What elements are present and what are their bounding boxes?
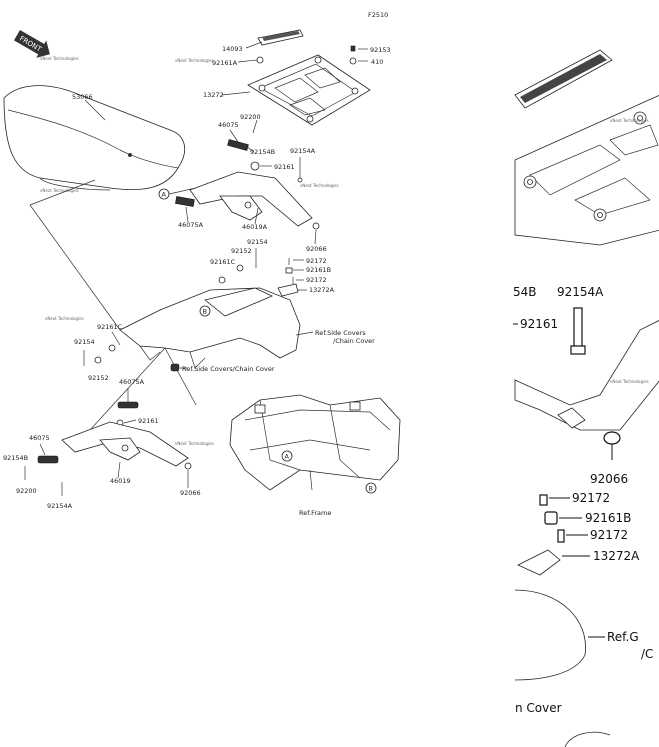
zoom-chain-cover: n Cover [515,701,562,715]
label-92066-top: 92066 [306,245,327,253]
zoom-ref-g: Ref.G [607,630,639,644]
watermark: vNext Technologies [175,58,214,63]
zoom-watermark: vNext Technologies [610,118,649,123]
ref-chain-cover: /Chain Cover [333,337,375,345]
label-92172-a: 92172 [306,257,327,265]
label-46075A-bot: 46075A [119,378,145,386]
label-92161-top: 92161 [274,163,295,171]
label-46075-top: 46075 [218,121,239,129]
bracket-46019A [189,171,313,227]
label-14093: 14093 [222,45,243,53]
watermark: vNext Technologies [175,441,214,446]
label-92161C-mid: 92161C [210,258,236,266]
label-92153: 92153 [370,46,391,54]
figure-code: F2510 [368,11,388,19]
frame [229,394,401,491]
zoom-watermark-2: vNext Technologies [610,379,649,384]
zoom-label-92154A: 92154A [557,285,604,299]
label-92161-bot: 92161 [138,417,159,425]
label-92200-top: 92200 [240,113,261,121]
zoom-label-92172-b: 92172 [590,528,628,542]
ref-side-covers-chain: Ref.Side Covers/Chain Cover [182,365,275,373]
label-92161C-left: 92161C [97,323,123,331]
label-92154B-top: 92154B [250,148,275,156]
ref-side-covers: Ref.Side Covers [315,329,366,337]
zoom-label-54B: 54B [513,285,537,299]
watermark: vNext Technologies [300,183,339,188]
label-92161B: 92161B [306,266,331,274]
label-92152-mid: 92152 [231,247,252,255]
ref-frame: Ref.Frame [299,509,331,517]
label-92200-bot: 92200 [16,487,37,495]
label-92154A-top: 92154A [290,147,316,155]
label-92154-left: 92154 [74,338,95,346]
zoom-label-92172-a: 92172 [572,491,610,505]
label-92154B-bot: 92154B [3,454,28,462]
rack-13272 [247,54,371,126]
label-46075A-top: 46075A [178,221,204,229]
callout-A-frame: A [285,453,290,461]
label-46075-bot: 46075 [29,434,50,442]
label-53066: 53066 [72,93,93,101]
label-92066-bot: 92066 [180,489,201,497]
label-92154-mid: 92154 [247,238,268,246]
callout-B: B [203,308,207,316]
seat-53066 [3,85,186,191]
watermark: vNext Technologies [45,316,84,321]
watermark: vNext Technologies [40,56,79,61]
callout-A: A [162,191,167,199]
callout-B-frame: B [369,485,373,493]
label-46019: 46019 [110,477,131,485]
label-92161A: 92161A [212,59,238,67]
zoom-label-92161B: 92161B [585,511,631,525]
bracket-46019 [61,421,189,467]
watermark: vNext Technologies [40,188,79,193]
label-410: 410 [371,58,383,66]
plate-14093 [257,29,304,46]
zoom-label-92066: 92066 [590,472,628,486]
zoom-panel: vNext Technologies [514,49,659,246]
label-92154A-bot: 92154A [47,502,73,510]
label-92172-b: 92172 [306,276,327,284]
zoom-label-92161: 92161 [520,317,558,331]
rear-fender [119,287,301,369]
label-13272: 13272 [203,91,224,99]
label-92152-left: 92152 [88,374,109,382]
label-13272A: 13272A [309,286,335,294]
zoom-ref-c: /C [641,647,653,661]
zoom-label-13272A: 13272A [593,549,640,563]
label-46019A: 46019A [242,223,268,231]
